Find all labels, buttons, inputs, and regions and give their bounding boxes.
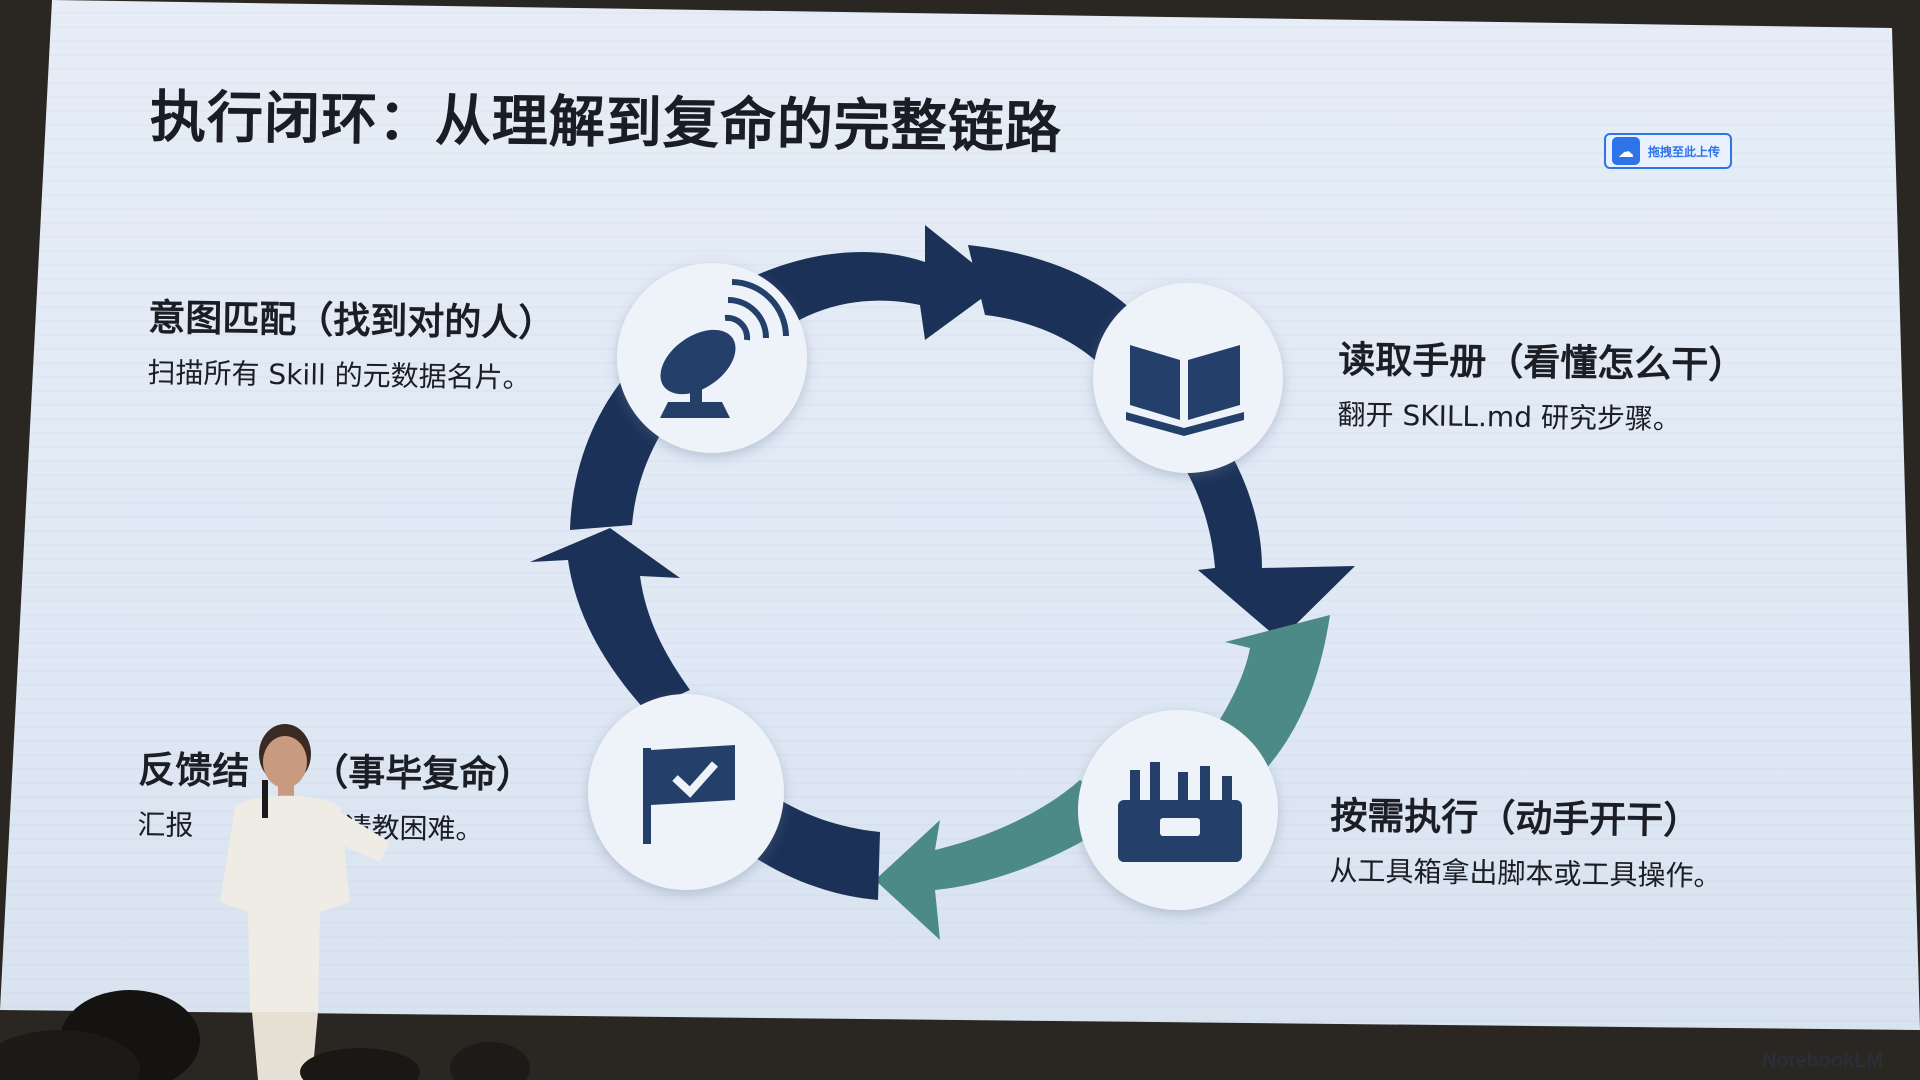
step-desc: 扫描所有 Skill 的元数据名片。 — [147, 356, 531, 395]
presenter-figure — [220, 724, 390, 1080]
cycle-arrow-right-teal — [1210, 615, 1330, 770]
checkmark-flag-icon — [643, 745, 735, 844]
upload-badge[interactable]: ☁ 拖拽至此上传 — [1604, 133, 1732, 169]
step-title: 读取手册（看懂怎么干） — [1338, 338, 1746, 387]
satellite-dish-icon — [660, 279, 789, 418]
cycle-arrow-bottom-teal — [875, 780, 1125, 940]
step-read-manual: 读取手册（看懂怎么干） 翻开 SKILL.md 研究步骤。 — [1337, 329, 1745, 439]
step-desc: 从工具箱拿出脚本或工具操作。 — [1329, 854, 1722, 893]
cycle-arrow-right — [1180, 420, 1355, 640]
step-desc: 翻开 SKILL.md 研究步骤。 — [1337, 398, 1682, 436]
cycle-arrow-left — [530, 528, 690, 710]
toolbox-icon — [1118, 762, 1242, 862]
step-title: 意图匹配（找到对的人） — [148, 296, 556, 345]
notebooklm-watermark: NotebookLM — [1762, 1050, 1884, 1072]
audience-silhouettes — [0, 990, 530, 1080]
step-intent-match: 意图匹配（找到对的人） 扫描所有 Skill 的元数据名片。 — [147, 287, 555, 397]
open-book-icon — [1126, 345, 1244, 436]
step-execute: 按需执行（动手开干） 从工具箱拿出脚本或工具操作。 — [1329, 785, 1722, 894]
step-desc-start: 汇报 — [137, 808, 194, 843]
step-title: 按需执行（动手开干） — [1330, 794, 1701, 843]
cloud-upload-icon: ☁ — [1612, 137, 1640, 165]
upload-badge-label: 拖拽至此上传 — [1648, 144, 1721, 159]
